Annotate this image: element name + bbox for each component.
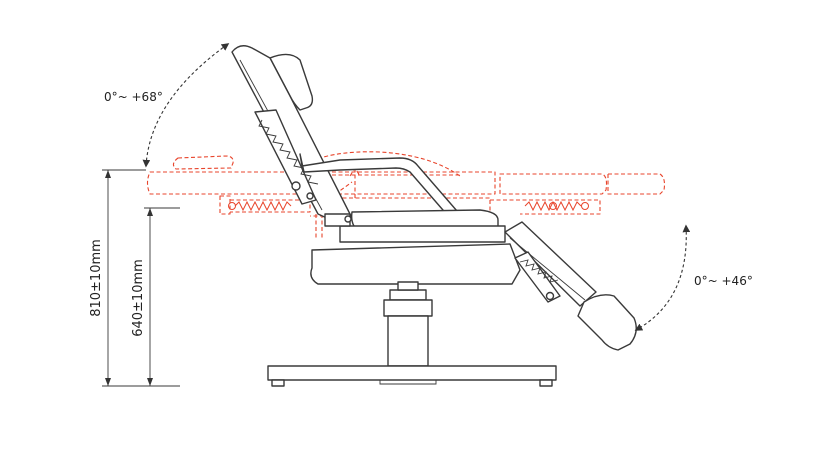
leg-angle-label: 0°~ +46° (694, 274, 753, 288)
max-height-label: 810±10mm (89, 239, 104, 317)
leg-angle-arc (634, 224, 691, 331)
dimension-lines (102, 169, 180, 387)
backrest-angle-label: 0°~ +68° (104, 90, 163, 104)
backrest-angle-arc (142, 43, 230, 168)
reclined-chair (231, 45, 637, 387)
min-height-label: 640±10mm (131, 259, 146, 337)
